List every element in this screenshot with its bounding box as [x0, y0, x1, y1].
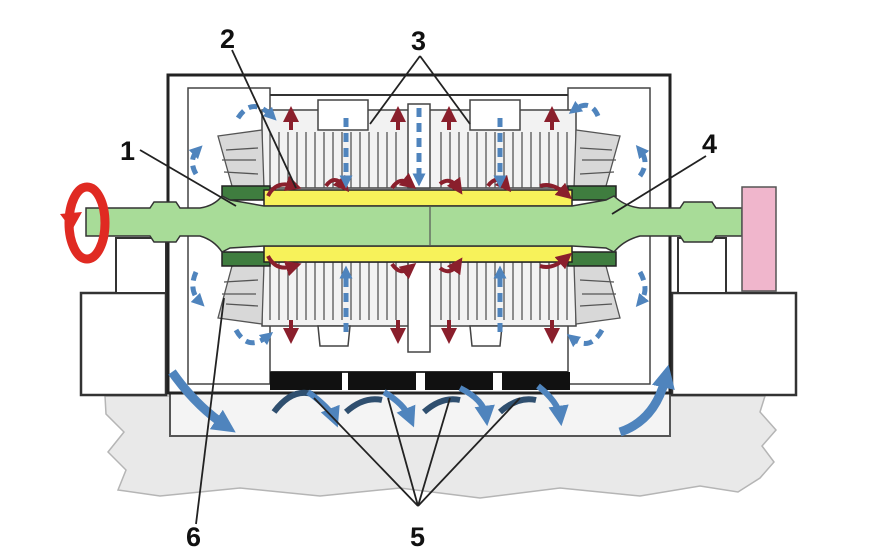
airflow-arrow-icon [188, 100, 650, 348]
retaining-ring-left-upper [221, 185, 271, 201]
label-6: 6 [186, 522, 201, 552]
left-pedestal [79, 291, 168, 397]
inlet-arrow-left [168, 369, 236, 433]
stator-core-lower [261, 261, 577, 353]
label-3: 3 [411, 26, 426, 56]
label-1: 1 [120, 136, 135, 166]
label-4: 4 [702, 129, 717, 159]
end-winding-left [217, 129, 265, 325]
right-pedestal [670, 291, 798, 397]
outlet-arrow-right [618, 364, 675, 437]
circular-arrow-icon [60, 182, 110, 264]
label-2: 2 [220, 24, 235, 54]
foundation-pit [169, 391, 671, 437]
gas-coolers [270, 372, 570, 390]
exciter [741, 186, 777, 292]
rotor-winding-upper [263, 189, 573, 207]
leader-lines [139, 49, 707, 525]
cooler-airflow [271, 383, 569, 428]
rotor-winding-lower [263, 245, 573, 263]
label-5: 5 [410, 522, 425, 552]
